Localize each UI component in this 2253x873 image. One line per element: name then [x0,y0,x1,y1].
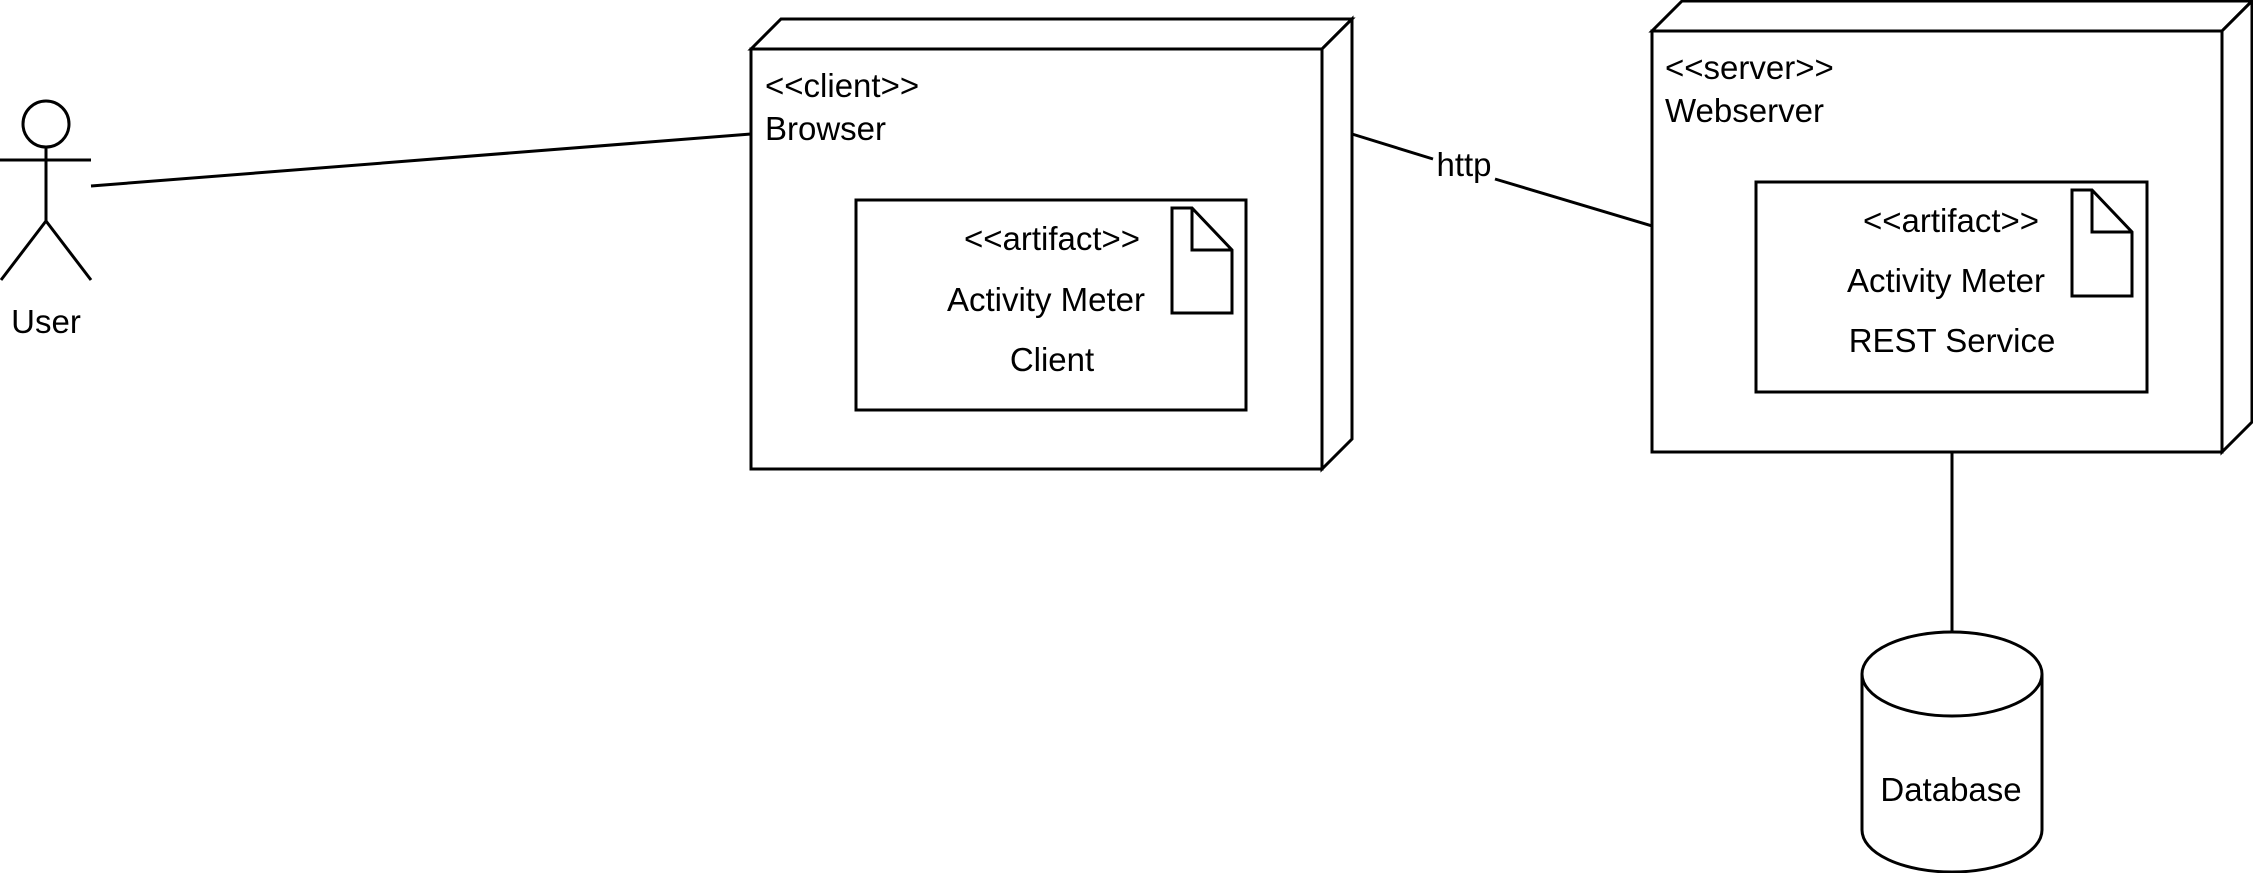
browser-node-top-face [747,17,1356,51]
client-artifact-name-line2: Client [1010,341,1094,378]
http-connector-line-left [1351,132,1434,161]
webserver-node[interactable]: <<server>> Webserver <<artifact>> Activi… [1648,0,2253,456]
webserver-node-side-face [2220,0,2253,456]
http-label: http [1436,146,1491,183]
actor-left-leg [0,220,48,281]
user-browser-connector[interactable] [90,132,752,188]
rest-service-artifact[interactable]: <<artifact>> Activity Meter REST Service [1754,180,2149,394]
user-actor[interactable]: User [0,99,93,340]
database-cylinder-rim [1860,673,2044,718]
document-icon [1170,206,1234,315]
actor-head [21,99,71,149]
http-connector-line-right [1494,177,1653,228]
browser-node-name: Browser [765,110,886,147]
rest-service-artifact-name-line2: REST Service [1849,322,2056,359]
client-artifact-stereotype: <<artifact>> [964,220,1140,257]
client-artifact-name-line1: Activity Meter [947,281,1145,318]
document-icon [2070,188,2134,298]
database-cylinder-body [1860,630,2044,873]
webserver-node-stereotype: <<server>> [1665,49,1834,86]
database[interactable]: Database [1860,630,2044,873]
http-connector[interactable]: http [1351,132,1653,228]
database-label: Database [1880,771,2021,808]
browser-node-side-face [1320,15,1354,473]
webserver-node-top-face [1648,0,2253,33]
webserver-node-name: Webserver [1665,92,1824,129]
browser-node-stereotype: <<client>> [765,67,919,104]
client-artifact[interactable]: <<artifact>> Activity Meter Client [854,198,1248,412]
browser-node[interactable]: <<client>> Browser <<artifact>> Activity… [747,15,1356,473]
document-fold [1190,208,1232,252]
rest-service-artifact-name-line1: Activity Meter [1847,262,2045,299]
document-fold [2090,190,2132,234]
actor-right-leg [44,220,93,281]
actor-label: User [11,303,81,340]
rest-service-artifact-stereotype: <<artifact>> [1863,202,2039,239]
